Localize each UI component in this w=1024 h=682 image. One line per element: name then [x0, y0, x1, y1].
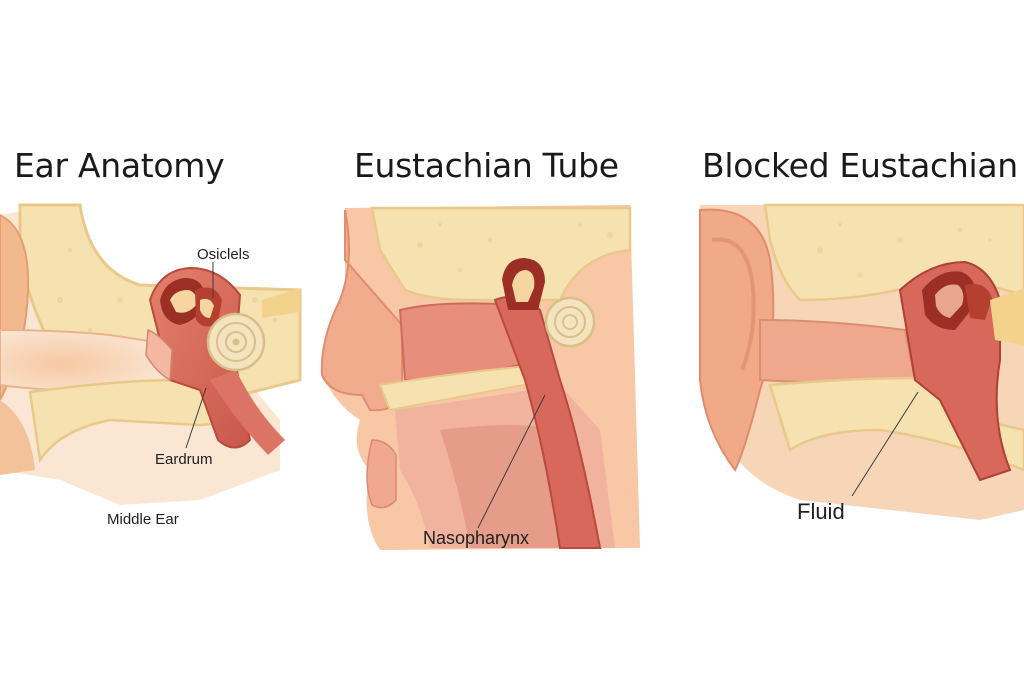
panel-title-eustachian-tube: Eustachian Tube: [354, 146, 619, 185]
panel-title-ear-anatomy: Ear Anatomy: [14, 146, 225, 185]
ear-anatomy-drawing: [0, 203, 302, 505]
panel-title-blocked-eustachian-tube: Blocked Eustachian Tube: [702, 146, 1024, 185]
blocked-eustachian-tube-drawing: [699, 203, 1024, 520]
label-eardrum: Eardrum: [155, 451, 213, 468]
label-nasopharynx: Nasopharynx: [423, 528, 530, 548]
label-ossicles: Osiclels: [197, 246, 250, 263]
label-fluid: Fluid: [797, 499, 845, 524]
eustachian-tube-drawing: [320, 205, 640, 550]
label-middle-ear: Middle Ear: [107, 511, 179, 528]
